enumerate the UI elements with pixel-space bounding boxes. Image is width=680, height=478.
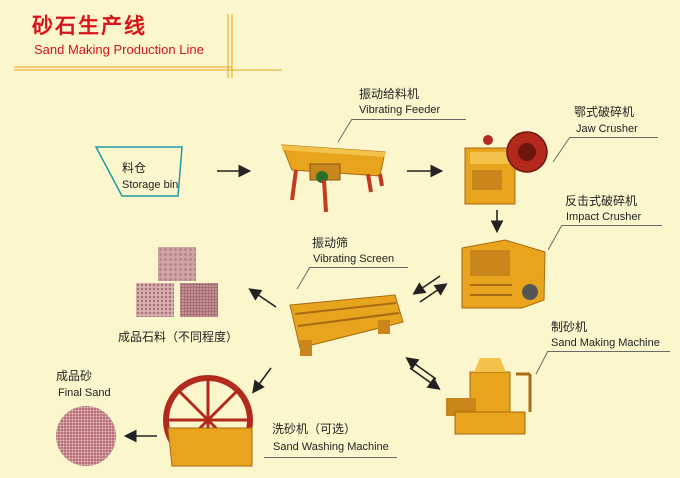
jaw-crusher-underline (570, 137, 658, 138)
storage-bin-label-cn: 料仓 (122, 161, 147, 175)
arrow-sandmaker-to-screen (405, 357, 437, 380)
sand-washing-machine-underline (264, 457, 397, 458)
page-title: 砂石生产线 (32, 14, 147, 38)
vibrating-screen-underline (310, 267, 408, 268)
stone-sample-left (136, 283, 174, 317)
arrow-impact-to-screen (412, 275, 441, 295)
vibrating-screen-label-cn: 振动筛 (312, 236, 349, 250)
sand-making-machine-label-cn: 制砂机 (551, 320, 588, 334)
storage-bin-label-en: Storage bin (122, 179, 179, 191)
finished-stone-label: 成品石料（不同程度） (118, 330, 239, 344)
final-sand-label-en: Final Sand (58, 387, 111, 399)
sand-washing-machine-label-en: Sand Washing Machine (273, 441, 389, 453)
arrow-screen-to-washer (252, 367, 272, 394)
vibrating-feeder-underline (352, 119, 466, 120)
impact-crusher-label-en: Impact Crusher (566, 211, 642, 223)
sand-making-machine-label-en: Sand Making Machine (551, 337, 660, 349)
arrow-screen-to-impact (419, 283, 448, 303)
stone-sample-right (180, 283, 218, 317)
impact-crusher-label-cn: 反击式破碎机 (565, 194, 638, 208)
jaw-crusher-label-en: Jaw Crusher (576, 123, 638, 135)
impact-crusher-underline (562, 225, 662, 226)
arrow-screen-to-stone (248, 288, 277, 308)
arrow-screen-to-sandmaker (409, 367, 441, 390)
final-sand-label-cn: 成品砂 (56, 369, 93, 383)
sand-making-machine-underline (548, 351, 670, 352)
stone-sample-top (158, 247, 196, 281)
vibrating-feeder-label-en: Vibrating Feeder (359, 104, 441, 116)
sand-washing-machine-label-cn: 洗砂机（可选） (272, 422, 357, 436)
final-sand-sample (56, 406, 116, 466)
vibrating-screen-label-en: Vibrating Screen (313, 253, 395, 265)
page-subtitle: Sand Making Production Line (34, 42, 204, 57)
vibrating-feeder-label-cn: 振动给料机 (359, 87, 420, 101)
jaw-crusher-label-cn: 鄂式破碎机 (574, 105, 635, 119)
